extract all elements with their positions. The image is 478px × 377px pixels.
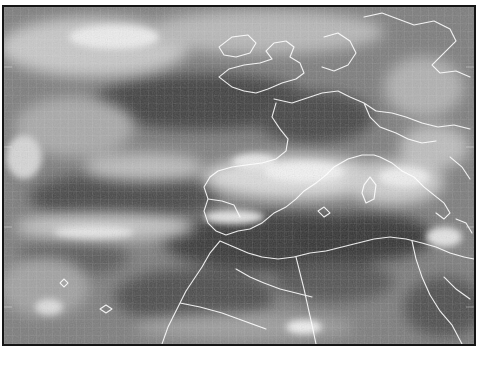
frame-ticks	[4, 66, 474, 308]
coastline-balearic-islands	[317, 206, 331, 218]
border-north-africa-4	[179, 302, 267, 330]
border-north-africa-5	[443, 276, 471, 300]
border-north-africa-2	[295, 256, 317, 344]
border-north-africa-1	[235, 268, 313, 298]
coastline-iberia	[203, 166, 335, 236]
coastline-balkans	[449, 156, 471, 180]
coastline-north-africa	[219, 236, 474, 260]
border-iberia	[207, 198, 241, 218]
coastline-north-sea	[321, 32, 357, 72]
coastline-madeira	[59, 278, 69, 288]
coastline-canary-islands	[99, 304, 113, 314]
coastline-sicily	[455, 218, 473, 234]
border-north-africa-3	[411, 240, 463, 344]
satellite-image	[4, 7, 474, 344]
graticule	[4, 7, 474, 344]
coastline-italy	[379, 156, 451, 220]
coastline-atlantic-africa	[161, 240, 221, 344]
coastline-british-isles	[218, 40, 305, 94]
satellite-image-frame	[2, 5, 476, 346]
border-central-europe	[363, 102, 437, 144]
coastlines-and-borders	[59, 12, 474, 344]
coastline-europe-mainland	[273, 90, 471, 130]
coastline-corsica-sardinia	[361, 176, 377, 204]
coastline-bay-of-biscay	[209, 102, 289, 178]
coastline-northern-europe	[363, 12, 471, 78]
coastline-mediterranean-north	[333, 154, 381, 168]
coastline-ireland	[218, 34, 257, 58]
